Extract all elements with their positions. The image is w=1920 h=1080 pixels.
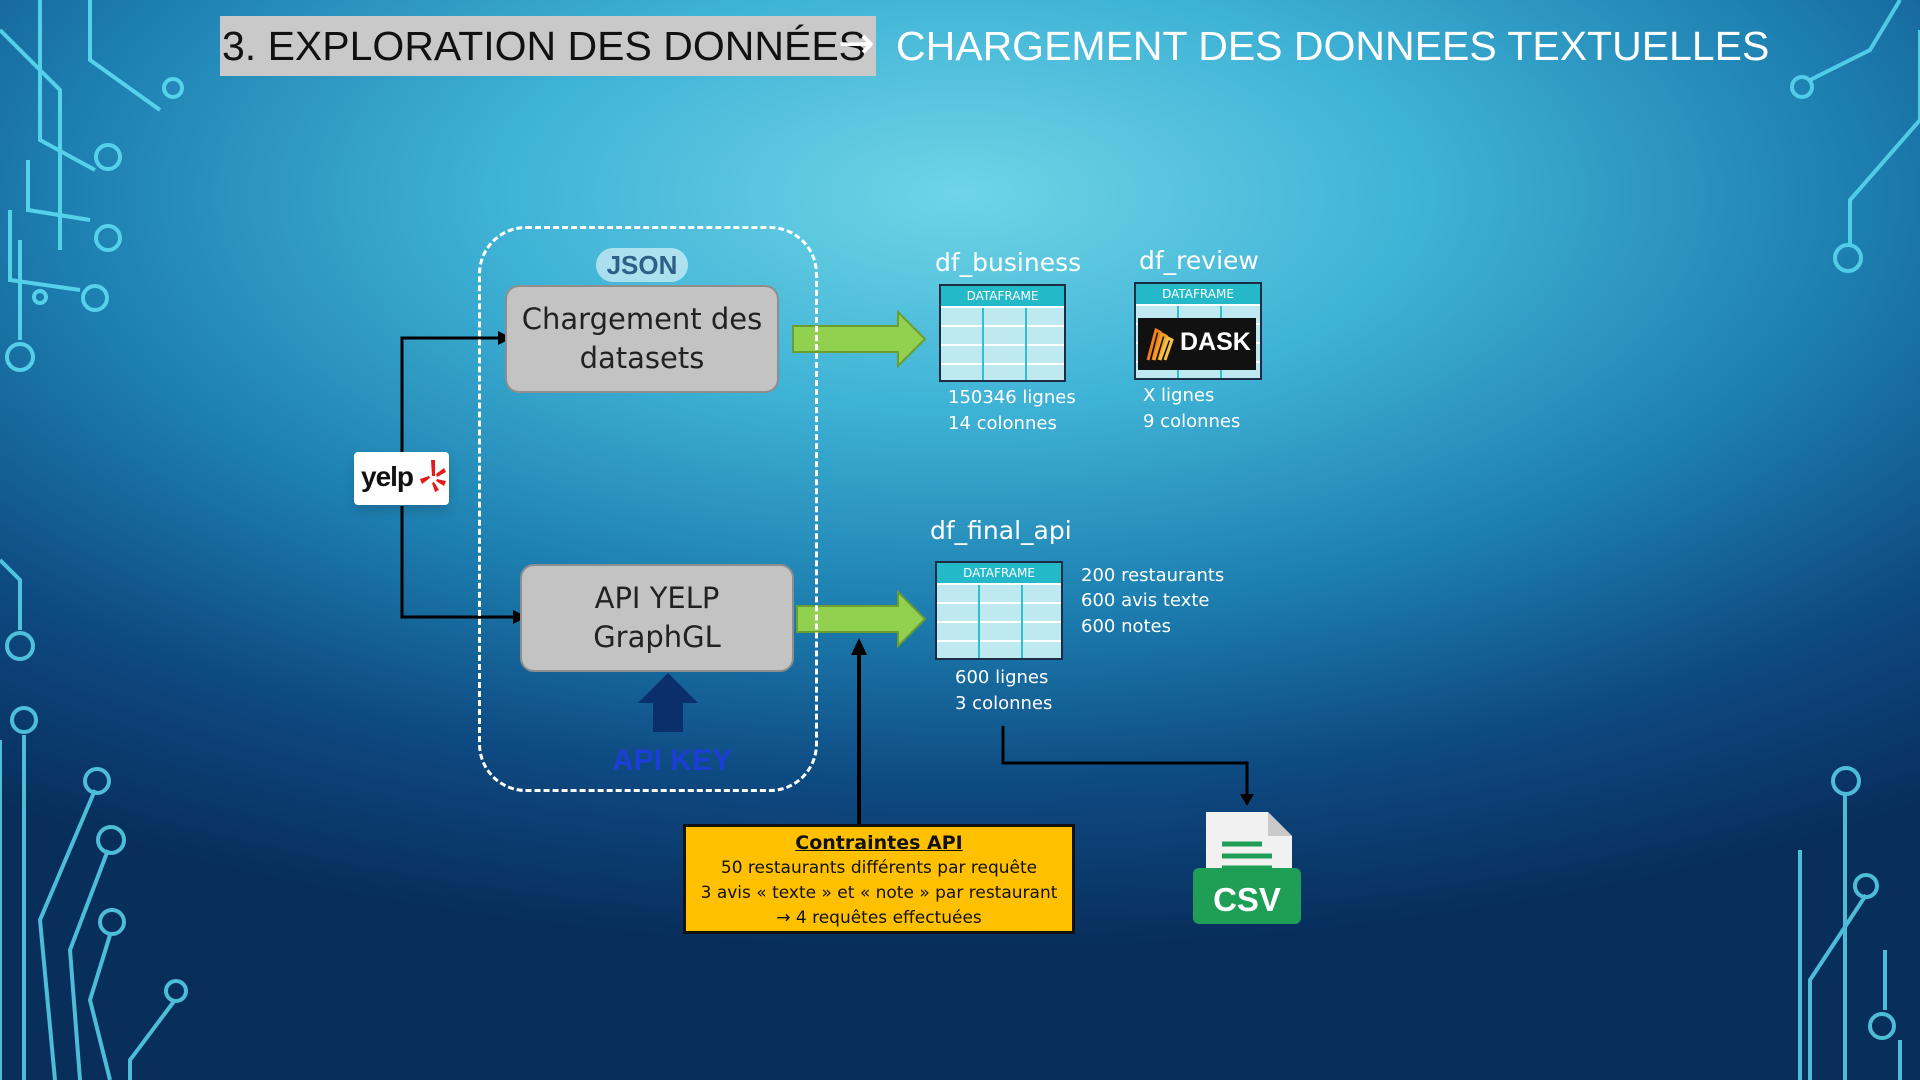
constraints-title: Contraintes API xyxy=(795,832,963,854)
dataframe-header: DATAFRAME xyxy=(1136,284,1260,304)
process-label-line: API YELP xyxy=(594,581,720,615)
slide-subtitle: CHARGEMENT DES DONNEES TEXTUELLES xyxy=(896,23,1770,69)
constraint-line: 3 avis « texte » et « note » par restaur… xyxy=(700,883,1058,903)
flow-arrow-final-api xyxy=(796,589,927,649)
yelp-connector xyxy=(400,336,513,619)
df-final-api-detail: 200 restaurants xyxy=(1081,565,1225,586)
circuit-left-top xyxy=(0,0,184,372)
csv-badge: CSV xyxy=(1193,868,1301,924)
api-key-arrow xyxy=(638,673,698,732)
process-group-frame xyxy=(478,226,818,792)
df-final-api-detail: 600 avis texte xyxy=(1081,590,1210,611)
json-logo: JSON xyxy=(596,248,688,282)
constraint-line: → 4 requêtes effectuées xyxy=(776,908,982,928)
dataframe-header: DATAFRAME xyxy=(941,286,1064,306)
dask-wordmark: DASK xyxy=(1180,328,1251,356)
api-key-label: API KEY xyxy=(612,744,733,777)
df-final-api-cols: 3 colonnes xyxy=(955,693,1053,714)
csv-connector xyxy=(1001,726,1249,795)
process-label-line: datasets xyxy=(579,341,705,375)
dask-logo: DASK xyxy=(1138,318,1256,370)
connector-arrowhead xyxy=(1240,794,1254,806)
api-constraints-box: Contraintes API 50 restaurants différent… xyxy=(683,824,1075,934)
flow-arrow-business xyxy=(792,309,927,369)
df-business-name: df_business xyxy=(935,248,1082,277)
dataframe-header: DATAFRAME xyxy=(937,563,1061,583)
df-business-rows: 150346 lignes xyxy=(948,387,1076,408)
df-review-rows: X lignes xyxy=(1143,385,1215,406)
dataframe-grid xyxy=(937,585,1061,658)
circuit-left-bottom xyxy=(0,558,188,1080)
df-business-cols: 14 colonnes xyxy=(948,413,1057,434)
section-title: 3. EXPLORATION DES DONNÉES xyxy=(220,16,877,76)
dask-mark-icon xyxy=(1146,327,1174,361)
title-arrow: → xyxy=(838,18,875,69)
yelp-wordmark: yelp xyxy=(361,461,414,492)
df-review-name: df_review xyxy=(1139,246,1259,275)
circuit-right-top xyxy=(1790,0,1920,273)
df-final-api-rows: 600 lignes xyxy=(955,667,1049,688)
circuit-right-bottom xyxy=(1798,766,1902,1080)
df-review-cols: 9 colonnes xyxy=(1143,411,1241,432)
process-chargement-datasets: Chargement des datasets xyxy=(505,285,779,393)
constraint-line: 50 restaurants différents par requête xyxy=(720,858,1038,878)
process-label-line: Chargement des xyxy=(521,302,763,336)
connector-arrowhead xyxy=(851,638,867,655)
yelp-burst-icon xyxy=(420,460,446,492)
process-label-line: GraphGL xyxy=(593,620,721,654)
dataframe-grid xyxy=(941,308,1064,380)
process-api-yelp: API YELP GraphGL xyxy=(520,564,794,672)
df-final-api-name: df_final_api xyxy=(930,516,1072,545)
df-final-api-table-icon: DATAFRAME xyxy=(935,561,1063,660)
yelp-logo: yelp xyxy=(354,452,449,505)
df-final-api-detail: 600 notes xyxy=(1081,616,1172,637)
df-business-table-icon: DATAFRAME xyxy=(939,284,1066,382)
